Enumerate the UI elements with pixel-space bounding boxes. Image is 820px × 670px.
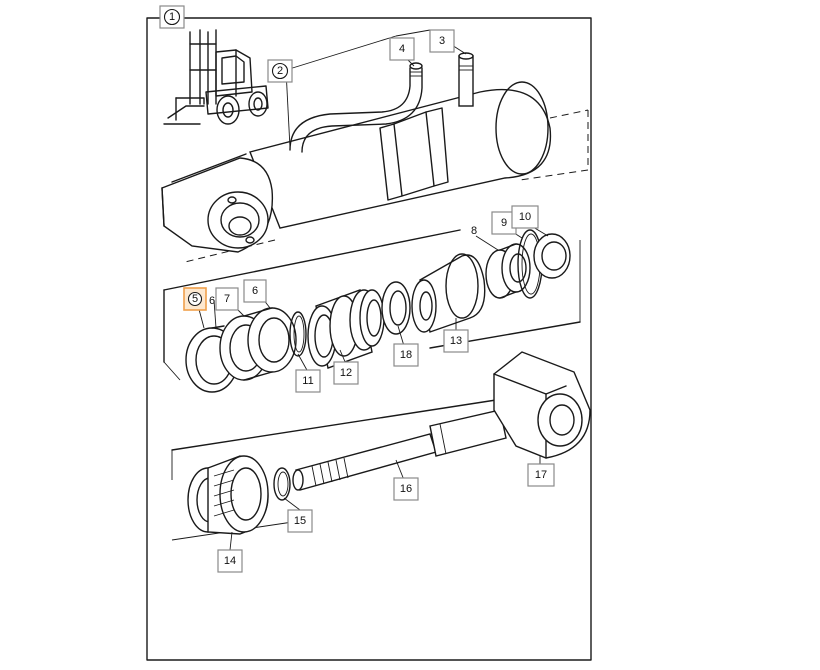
callout-4-box xyxy=(389,37,415,61)
callout-7-label: 7 xyxy=(224,293,230,305)
rod-parts xyxy=(187,351,591,535)
callout-2[interactable]: 2 xyxy=(267,59,293,83)
callout-13-label: 13 xyxy=(450,335,462,347)
callout-17-label: 17 xyxy=(535,469,547,481)
callout-6b-box xyxy=(243,279,267,303)
callout-6b-label: 6 xyxy=(252,285,258,297)
callout-6a[interactable]: 6 xyxy=(209,295,215,307)
seal-kit-parts xyxy=(185,229,571,393)
callout-10-label: 10 xyxy=(519,211,531,223)
callout-14-box xyxy=(217,549,243,573)
callout-8-label: 8 xyxy=(471,225,477,237)
callout-7[interactable]: 7 xyxy=(215,287,239,311)
callout-1-circle xyxy=(163,8,181,26)
callout-10-box xyxy=(511,205,539,229)
callout-7-box xyxy=(215,287,239,311)
callout-4-label: 4 xyxy=(399,43,405,55)
callout-13[interactable]: 13 xyxy=(443,329,469,353)
callout-14[interactable]: 14 xyxy=(217,549,243,573)
callout-16-box xyxy=(393,477,419,501)
callout-5[interactable]: 5 xyxy=(183,287,207,311)
callout-1-label: 1 xyxy=(169,11,175,23)
callout-12-box xyxy=(333,361,359,385)
callout-17[interactable]: 17 xyxy=(527,463,555,487)
callout-5-circle xyxy=(187,291,203,307)
callout-11-label: 11 xyxy=(302,375,313,387)
callout-13-box xyxy=(443,329,469,353)
callout-15-label: 15 xyxy=(294,515,306,527)
callout-10[interactable]: 10 xyxy=(511,205,539,229)
forklift-icon xyxy=(163,29,269,125)
callout-2-circle xyxy=(271,62,289,80)
callout-11[interactable]: 11 xyxy=(295,369,321,393)
callout-3[interactable]: 3 xyxy=(429,29,455,53)
callout-3-box xyxy=(429,29,455,53)
callout-16-label: 16 xyxy=(400,483,412,495)
callout-14-label: 14 xyxy=(224,555,236,567)
callout-15[interactable]: 15 xyxy=(287,509,313,533)
callout-12[interactable]: 12 xyxy=(333,361,359,385)
callout-17-box xyxy=(527,463,555,487)
callout-15-box xyxy=(287,509,313,533)
callout-6a-label: 6 xyxy=(209,295,215,307)
callout-18-box xyxy=(393,343,419,367)
callout-2-label: 2 xyxy=(277,65,283,77)
callout-1[interactable]: 1 xyxy=(159,5,185,29)
callout-6b[interactable]: 6 xyxy=(243,279,267,303)
callout-4[interactable]: 4 xyxy=(389,37,415,61)
callout-18-label: 18 xyxy=(400,349,412,361)
callout-3-label: 3 xyxy=(439,35,445,47)
callout-11-box xyxy=(295,369,321,393)
callout-5-label: 5 xyxy=(192,293,198,305)
callout-16[interactable]: 16 xyxy=(393,477,419,501)
cylinder-assembly xyxy=(161,52,589,263)
callout-9-label: 9 xyxy=(501,217,507,229)
callout-18[interactable]: 18 xyxy=(393,343,419,367)
diagram-frame xyxy=(146,17,592,661)
callout-8[interactable]: 8 xyxy=(471,225,477,237)
callout-12-label: 12 xyxy=(340,367,352,379)
